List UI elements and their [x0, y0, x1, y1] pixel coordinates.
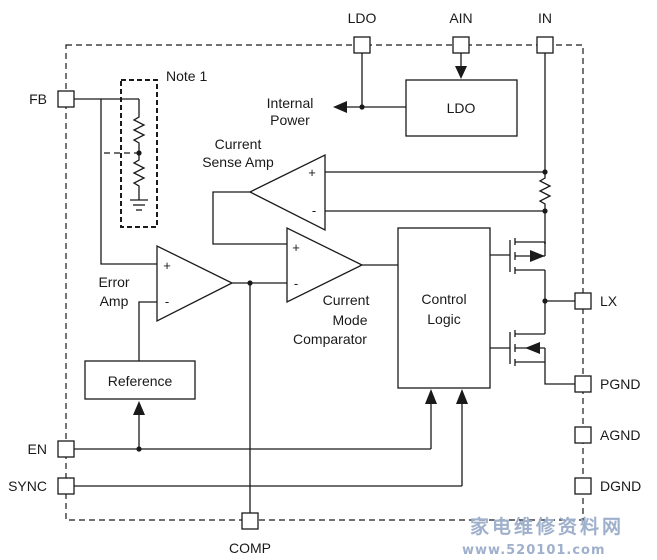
internal-power-label-2: Power: [270, 112, 310, 128]
pin-en: [57, 440, 75, 458]
pin-agnd: [574, 426, 592, 444]
pin-fb: [57, 90, 75, 108]
cmc-label-3: Comparator: [293, 331, 367, 347]
watermark-text: 家电维修资料网: [470, 515, 624, 538]
pin-ain-label: AIN: [449, 10, 472, 26]
reference-label: Reference: [108, 373, 173, 389]
internal-power-arrow: [333, 101, 347, 113]
pin-ldo-label: LDO: [348, 10, 377, 26]
en-logic-arrow: [425, 389, 437, 404]
csa-output-wire: [212, 191, 287, 245]
pin-pgnd-label: PGND: [600, 376, 640, 392]
pin-sync-label: SYNC: [8, 478, 47, 494]
control-logic-label-2: Logic: [427, 311, 460, 327]
pin-ain: [452, 36, 470, 54]
ea-label-1: Error: [98, 274, 129, 290]
control-logic-label-1: Control: [421, 291, 466, 307]
cmc-plus: +: [292, 240, 300, 255]
sync-logic-arrow: [456, 389, 468, 404]
csa-label-2: Sense Amp: [202, 154, 274, 170]
cmc-minus: -: [294, 276, 298, 291]
ea-plus: +: [163, 258, 171, 273]
watermark-url: www.520101.com: [462, 543, 606, 558]
note1-box: [120, 79, 158, 228]
ldo-block: [405, 79, 518, 137]
pin-in-label: IN: [538, 10, 552, 26]
ea-minus-wire: [138, 301, 157, 361]
csa-label-1: Current: [215, 136, 262, 152]
pin-dgnd: [574, 477, 592, 495]
current-sense-amp: [248, 153, 326, 232]
cmc-label-2: Mode: [332, 312, 367, 328]
pin-en-label: EN: [28, 441, 47, 457]
divider-resistors: [132, 99, 146, 200]
pin-pgnd: [574, 375, 592, 393]
pin-in: [536, 36, 554, 54]
pin-ldo: [353, 36, 371, 54]
en-ref-arrow: [133, 401, 145, 415]
high-side-mosfet: [490, 238, 546, 274]
current-mode-comparator: [286, 226, 364, 304]
fb-wire: [74, 98, 157, 265]
csa-minus: -: [312, 203, 316, 218]
pin-agnd-label: AGND: [600, 427, 640, 443]
internal-power-label-1: Internal: [267, 95, 314, 111]
pin-lx: [574, 292, 592, 310]
note1-label: Note 1: [166, 68, 207, 84]
pin-dgnd-label: DGND: [600, 478, 641, 494]
error-amp: [156, 244, 234, 323]
ea-label-2: Amp: [100, 293, 129, 309]
ic-boundary: [65, 44, 584, 521]
ea-minus: -: [165, 294, 169, 309]
pin-lx-label: LX: [600, 293, 618, 309]
low-side-mosfet: [490, 330, 545, 366]
pin-comp-label: COMP: [229, 540, 271, 556]
ldo-block-label: LDO: [447, 100, 476, 116]
pin-comp: [241, 512, 259, 530]
reference-block: [84, 360, 196, 400]
csa-plus: +: [308, 165, 316, 180]
cmc-label-1: Current: [323, 292, 370, 308]
ain-arrow: [455, 66, 467, 79]
pin-fb-label: FB: [29, 91, 47, 107]
control-logic-block: [397, 227, 491, 389]
sense-resistor: [538, 172, 552, 211]
pin-sync: [57, 477, 75, 495]
junction-ldo: [359, 104, 365, 110]
pgnd-wire: [544, 362, 575, 385]
